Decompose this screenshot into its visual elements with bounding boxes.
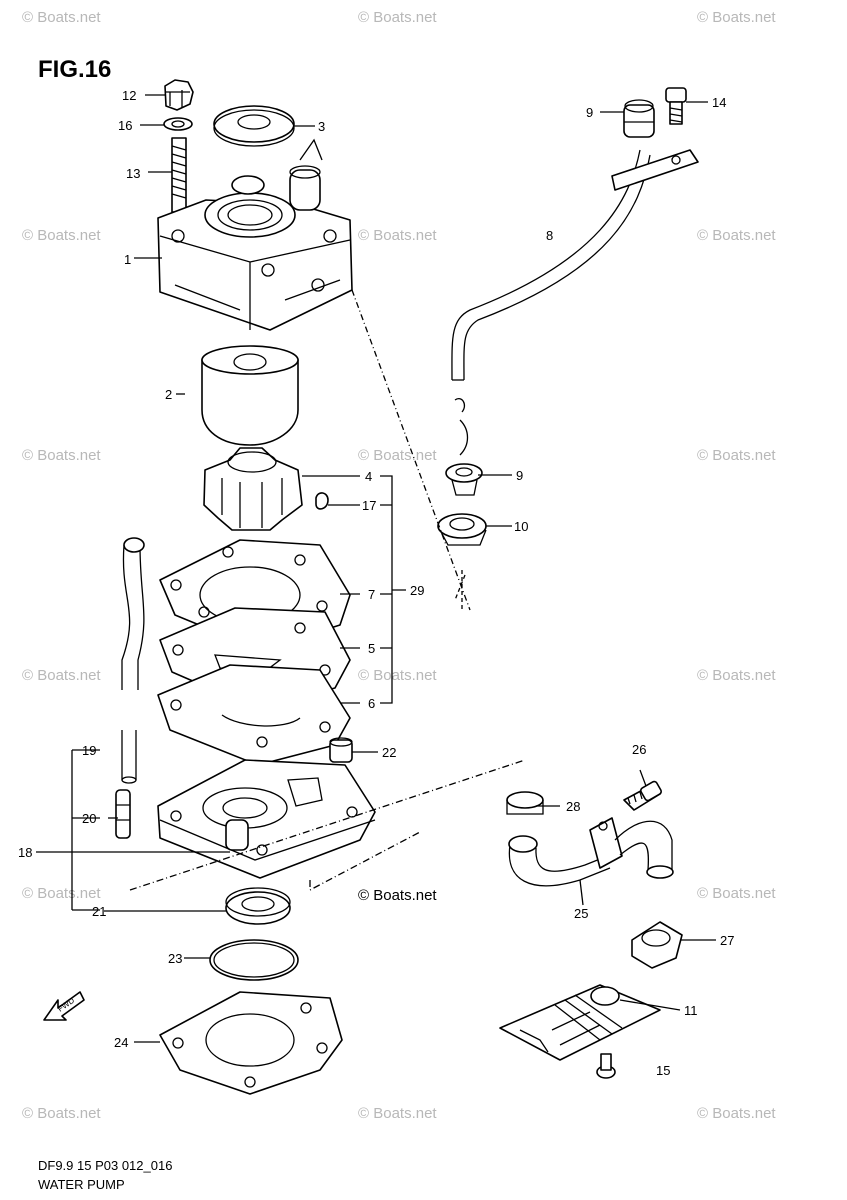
callout-4: 4 (365, 469, 372, 484)
part-16-washer (163, 117, 193, 131)
callout-8: 8 (546, 228, 553, 243)
callout-2: 2 (165, 387, 172, 402)
diagram-name: WATER PUMP (38, 1177, 125, 1192)
watermarks: © Boats.net © Boats.net © Boats.net © Bo… (22, 9, 776, 1122)
part-15-screw (596, 1053, 616, 1079)
callout-14: 14 (712, 95, 726, 110)
callout-22: 22 (382, 745, 396, 760)
watermark: © Boats.net (22, 885, 101, 902)
part-23-o-ring (209, 939, 299, 981)
leader-lines (36, 94, 716, 1043)
callout-11: 11 (684, 1003, 698, 1018)
callout-26: 26 (632, 742, 646, 757)
watermark: © Boats.net (22, 447, 101, 464)
figure-title: FIG.16 (38, 56, 111, 83)
callout-9-lower: 9 (516, 468, 523, 483)
part-18-lower-case (157, 759, 376, 879)
callout-10: 10 (514, 519, 528, 534)
watermark: © Boats.net (697, 885, 776, 902)
watermark: © Boats.net (358, 227, 437, 244)
part-28-collar (506, 791, 544, 815)
callout-15: 15 (656, 1063, 670, 1078)
part-2-liner (201, 345, 299, 446)
part-19-water-tube (121, 537, 145, 784)
callout-23: 23 (168, 951, 182, 966)
callout-20: 20 (82, 811, 96, 826)
part-1-pump-case (157, 165, 353, 331)
callout-6: 6 (368, 696, 375, 711)
callout-3: 3 (318, 119, 325, 134)
watermark: © Boats.net (358, 9, 437, 26)
center-watermark: © Boats.net (358, 887, 437, 904)
callout-24: 24 (114, 1035, 128, 1050)
part-14-bolt (665, 87, 687, 125)
watermark: © Boats.net (358, 1105, 437, 1122)
callout-18: 18 (18, 845, 32, 860)
part-20-grommet (115, 789, 131, 839)
watermark: © Boats.net (697, 667, 776, 684)
part-8-water-pipe (451, 149, 699, 456)
part-27-cap (631, 921, 683, 969)
callout-17: 17 (362, 498, 376, 513)
watermark: © Boats.net (22, 1105, 101, 1122)
watermark: © Boats.net (358, 447, 437, 464)
watermark: © Boats.net (697, 9, 776, 26)
part-17-key (315, 492, 329, 510)
callout-21: 21 (92, 904, 106, 919)
part-11-plate (499, 984, 661, 1061)
part-13-bolt (171, 137, 187, 213)
part-9-grommet-top (623, 99, 655, 138)
callout-19: 19 (82, 743, 96, 758)
direction-arrow-icon: FWD (43, 991, 85, 1021)
callout-7: 7 (368, 587, 375, 602)
part-10-grommet (437, 513, 487, 546)
watermark: © Boats.net (22, 667, 101, 684)
callouts: 12 16 13 3 1 2 4 17 7 5 6 29 9 14 8 9 10… (18, 88, 734, 1078)
callout-16: 16 (118, 118, 132, 133)
watermark: © Boats.net (697, 447, 776, 464)
part-21-oil-seal (225, 887, 291, 925)
diagram-code: DF9.9 15 P03 012_016 (38, 1158, 172, 1173)
part-25-hose (508, 817, 674, 887)
callout-27: 27 (720, 933, 734, 948)
callout-9-top: 9 (586, 105, 593, 120)
part-9-grommet-lower (445, 463, 483, 496)
callout-12: 12 (122, 88, 136, 103)
callout-5: 5 (368, 641, 375, 656)
part-4-impeller (203, 447, 303, 531)
watermark: © Boats.net (22, 9, 101, 26)
watermark: © Boats.net (358, 667, 437, 684)
part-22-collar (329, 737, 353, 763)
part-26-bolt (623, 780, 662, 811)
part-24-gasket (159, 991, 343, 1095)
part-6-gasket (157, 664, 351, 766)
part-3-seal (213, 105, 295, 147)
callout-29: 29 (410, 583, 424, 598)
watermark: © Boats.net (697, 227, 776, 244)
callout-1: 1 (124, 252, 131, 267)
part-12-nut (164, 79, 194, 111)
watermark: © Boats.net (697, 1105, 776, 1122)
callout-25: 25 (574, 906, 588, 921)
watermark: © Boats.net (22, 227, 101, 244)
callout-13: 13 (126, 166, 140, 181)
callout-28: 28 (566, 799, 580, 814)
